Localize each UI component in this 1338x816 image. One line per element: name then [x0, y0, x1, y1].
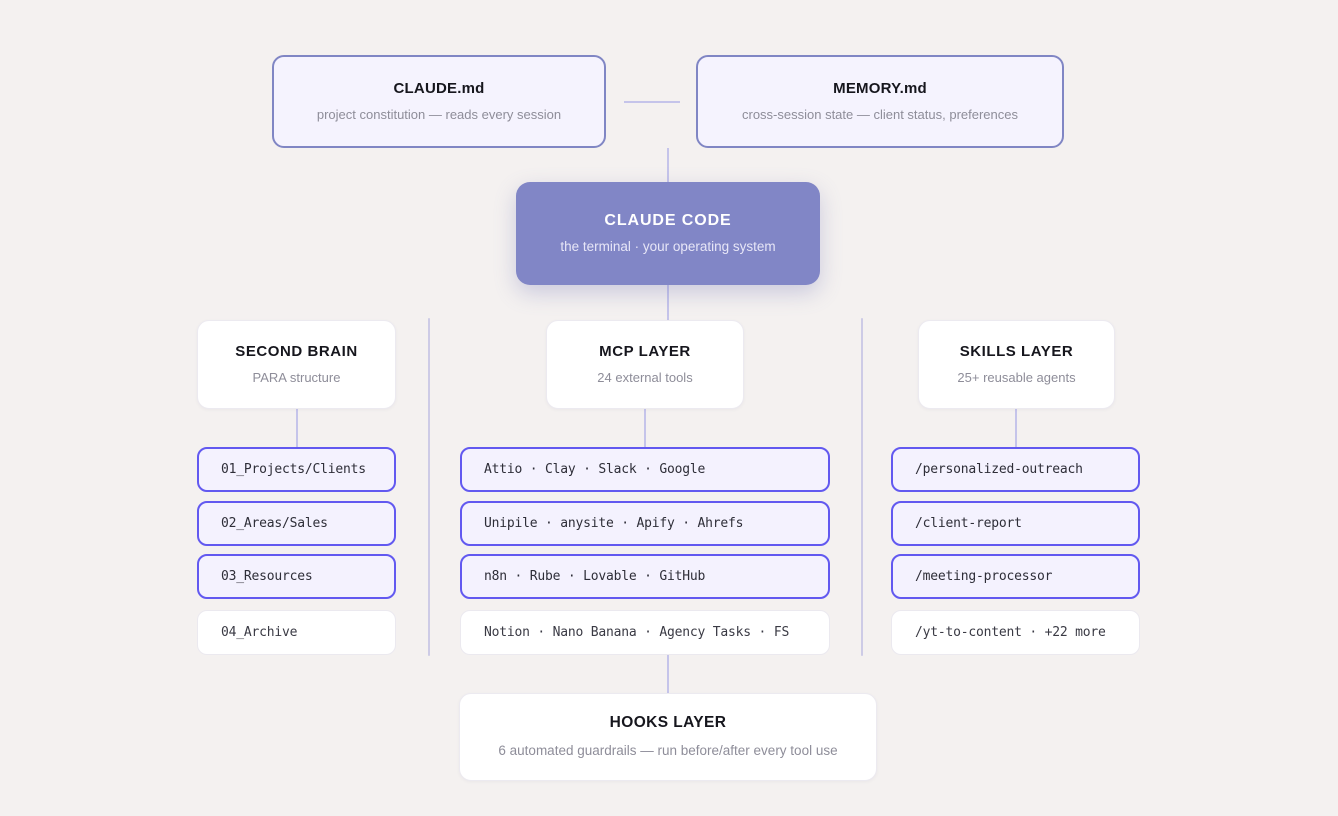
card-title: CLAUDE.md — [393, 79, 485, 97]
connector-secondbrain-to-items — [296, 408, 298, 447]
card-title: MEMORY.md — [833, 79, 927, 97]
hero-subtitle: the terminal · your operating system — [560, 239, 776, 255]
card-claude-md[interactable]: CLAUDE.md project constitution — reads e… — [272, 55, 606, 148]
card-mcp-layer[interactable]: MCP LAYER 24 external tools — [546, 320, 744, 409]
list-item[interactable]: Attio · Clay · Slack · Google — [460, 447, 830, 492]
list-item[interactable]: /personalized-outreach — [891, 447, 1140, 492]
card-hooks-layer[interactable]: HOOKS LAYER 6 automated guardrails — run… — [459, 693, 877, 781]
connector-mcp-to-hooks — [667, 655, 669, 693]
hooks-title: HOOKS LAYER — [609, 714, 727, 732]
column-title: MCP LAYER — [599, 342, 691, 360]
list-item[interactable]: 04_Archive — [197, 610, 396, 655]
column-subtitle: PARA structure — [252, 369, 341, 385]
card-claude-code[interactable]: CLAUDE CODE the terminal · your operatin… — [516, 182, 820, 285]
column-title: SECOND BRAIN — [235, 342, 358, 360]
hero-title: CLAUDE CODE — [604, 212, 732, 230]
list-item[interactable]: /client-report — [891, 501, 1140, 546]
hooks-subtitle: 6 automated guardrails — run before/afte… — [498, 743, 838, 759]
card-skills-layer[interactable]: SKILLS LAYER 25+ reusable agents — [918, 320, 1115, 409]
column-subtitle: 24 external tools — [597, 369, 693, 385]
column-divider-right — [861, 318, 863, 656]
list-item[interactable]: /yt-to-content · +22 more — [891, 610, 1140, 655]
card-subtitle: cross-session state — client status, pre… — [741, 106, 1018, 122]
card-subtitle: project constitution — reads every sessi… — [316, 106, 562, 122]
list-item[interactable]: Unipile · anysite · Apify · Ahrefs — [460, 501, 830, 546]
connector-memory-to-claudecode — [667, 148, 669, 182]
connector-skills-to-items — [1015, 408, 1017, 447]
column-subtitle: 25+ reusable agents — [957, 369, 1076, 385]
list-item[interactable]: /meeting-processor — [891, 554, 1140, 599]
connector-claude-memory — [624, 101, 680, 103]
list-item[interactable]: 03_Resources — [197, 554, 396, 599]
column-divider-left — [428, 318, 430, 656]
card-second-brain[interactable]: SECOND BRAIN PARA structure — [197, 320, 396, 409]
column-title: SKILLS LAYER — [959, 342, 1074, 360]
connector-mcp-to-items — [644, 408, 646, 447]
card-memory-md[interactable]: MEMORY.md cross-session state — client s… — [696, 55, 1064, 148]
list-item[interactable]: Notion · Nano Banana · Agency Tasks · FS — [460, 610, 830, 655]
connector-claudecode-to-mcp — [667, 285, 669, 320]
list-item[interactable]: 01_Projects/Clients — [197, 447, 396, 492]
list-item[interactable]: n8n · Rube · Lovable · GitHub — [460, 554, 830, 599]
list-item[interactable]: 02_Areas/Sales — [197, 501, 396, 546]
